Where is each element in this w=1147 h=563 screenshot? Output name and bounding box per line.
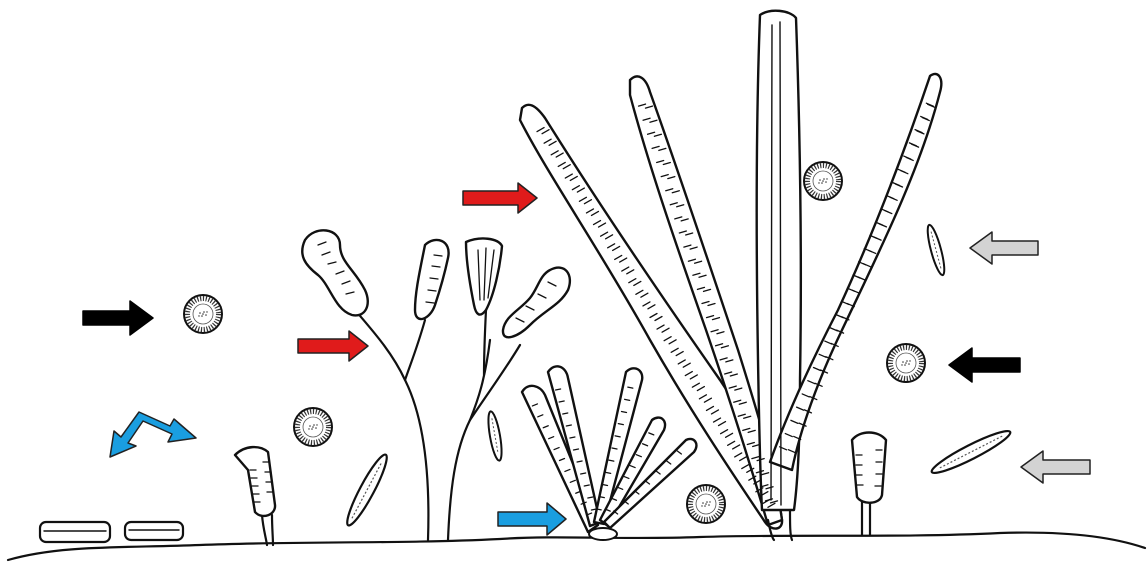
black-arrow-left — [83, 301, 153, 335]
pennate-diatom-4 — [929, 426, 1014, 478]
fan-colony-base — [589, 528, 617, 540]
benthic-diatom-2 — [125, 522, 183, 540]
colony-cell-second — [415, 240, 449, 319]
colony-cell-top-left — [302, 230, 368, 315]
black-arrow-right — [949, 348, 1020, 382]
colony-cell-right — [503, 268, 570, 338]
centric-diatom-4 — [887, 344, 925, 382]
red-arrow-1 — [463, 183, 537, 213]
pennate-diatom-2 — [486, 411, 505, 462]
blue-arrow-bottom — [498, 503, 566, 535]
centric-diatom-3 — [804, 162, 842, 200]
colony-cell-fan — [466, 239, 502, 315]
pennate-diatom-3 — [924, 224, 947, 277]
blue-double-arrow — [110, 412, 196, 457]
pennate-diatom-1 — [342, 451, 392, 528]
gray-arrow-bottom — [1021, 451, 1090, 483]
stalked-diatom-right — [852, 433, 886, 536]
centric-diatom-1 — [184, 295, 222, 333]
benthic-diatom-1 — [40, 522, 110, 542]
centric-diatom-5 — [687, 485, 725, 523]
stalked-diatom-left — [235, 447, 275, 545]
red-arrow-2 — [298, 331, 368, 361]
gray-arrow-top — [970, 232, 1038, 264]
centric-diatom-2 — [294, 408, 332, 446]
